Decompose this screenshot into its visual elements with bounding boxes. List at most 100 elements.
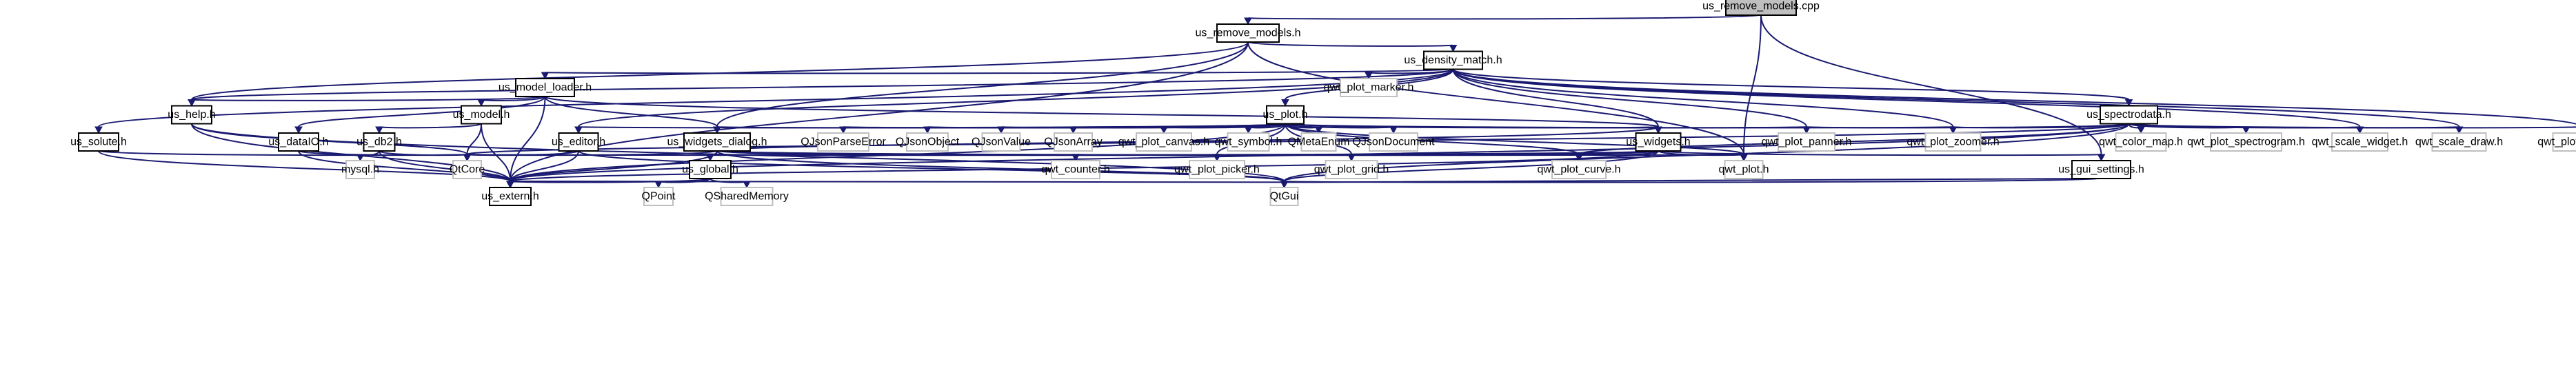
node-qsharedmemory: QSharedMemory [705,187,789,206]
node-qtgui: QtGui [1269,187,1299,206]
node-us-widgets-dialog-h[interactable]: us_widgets_dialog.h [667,132,767,152]
node-qwt-plot-zoomer-h: qwt_plot_zoomer.h [1906,132,2000,152]
node-label: QPoint [642,191,676,203]
node-label: qwt_plot.h [1719,164,1769,176]
node-label: qwt_plot_marker.h [1324,82,1414,94]
node-label: us_editor.h [552,136,605,148]
node-label: QJsonParseError [801,136,886,148]
node-qwt-plot-spectrogram-h: qwt_plot_spectrogram.h [2187,132,2305,152]
node-label: us_spectrodata.h [2086,109,2171,121]
node-qwt-plot-grid-h: qwt_plot_grid.h [1314,160,1389,179]
node-us-db2-h[interactable]: us_db2.h [356,132,402,152]
node-label: qwt_plot_curve.h [1538,164,1621,176]
node-label: us_help.h [168,109,215,121]
node-qwt-counter-h: qwt_counter.h [1041,160,1110,179]
node-label: qwt_scale_draw.h [2415,136,2503,148]
node-qwt-plot-curve-h: qwt_plot_curve.h [1538,160,1621,179]
node-label: qwt_symbol.h [1215,136,1282,148]
node-label: us_widgets.h [1626,136,1690,148]
edge-us-widgets-h-to-us-gui-settings-h [1658,150,2106,162]
node-us-density-match-h[interactable]: us_density_match.h [1404,50,1502,70]
node-qwt-plot-picker-h: qwt_plot_picker.h [1174,160,1260,179]
node-us-remove-models-cpp[interactable]: us_remove_models.cpp [1702,0,1820,16]
node-label: us_model.h [453,109,510,121]
edge-us-plot-h-to-qwt-symbol-h [1244,123,1286,134]
edge-us-spectrodata-h-to-qwt-plot-zoomer-h [1949,123,2130,134]
node-us-gui-settings-h[interactable]: us_gui_settings.h [2058,160,2144,179]
node-us-plot-h[interactable]: us_plot.h [1263,105,1308,125]
node-label: us_remove_models.cpp [1702,1,1820,12]
node-us-model-h[interactable]: us_model.h [453,105,510,125]
edge-us-db2-h-to-us-extern-h [379,150,514,189]
edge-us-gui-settings-h-to-qtgui [1280,178,2102,189]
node-label: us_remove_models.h [1196,28,1301,39]
node-us-solute-h[interactable]: us_solute.h [70,132,127,152]
edge-us-density-match-h-to-us-model-loader-h [541,68,1454,80]
node-label: qwt_scale_widget.h [2312,136,2408,148]
node-qpoint: QPoint [642,187,676,206]
node-qtcore: QtCore [450,160,485,179]
edge-us-plot-h-to-qwt-plot-canvas-h [1160,123,1286,134]
edge-us-model-loader-h-to-us-dataio-h [294,96,546,134]
node-us-global-h[interactable]: us_global.h [682,160,738,179]
node-label: qwt_plot_grid.h [1314,164,1389,176]
node-label: QJsonObject [896,136,960,148]
node-qwt-scale-widget-h: qwt_scale_widget.h [2312,132,2408,152]
edge-us-global-h-to-qsharedmemory [710,178,751,189]
edge-us-density-match-h-to-qwt-scale-widget-h [1452,69,2364,134]
node-label: mysql.h [341,164,379,176]
node-qwt-scale-draw-h: qwt_scale_draw.h [2415,132,2503,152]
node-qjsonparseerror: QJsonParseError [801,132,886,152]
edge-us-spectrodata-h-to-qwt-plot-layout-h [2128,123,2576,129]
node-mysql-h: mysql.h [341,160,379,179]
node-label: us_dataIO.h [268,136,328,148]
edge-us-density-match-h-to-qwt-plot-layout-h [1452,68,2576,125]
node-us-editor-h[interactable]: us_editor.h [552,132,605,152]
node-label: qwt_plot_spectrogram.h [2187,136,2305,148]
node-us-spectrodata-h[interactable]: us_spectrodata.h [2086,105,2171,125]
edge-us-model-loader-h-to-us-model-h [477,96,546,107]
node-label: qwt_plot_layout.h [2537,136,2576,148]
edge-us-density-match-h-to-qwt-scale-draw-h [1452,68,2464,134]
node-label: us_solute.h [70,136,127,148]
node-label: QJsonDocument [1352,136,1435,148]
node-us-remove-models-h[interactable]: us_remove_models.h [1196,23,1301,43]
node-qwt-color-map-h: qwt_color_map.h [2099,132,2183,152]
node-qwt-plot-h: qwt_plot.h [1719,160,1769,179]
node-us-widgets-h[interactable]: us_widgets.h [1626,132,1691,152]
node-qmetaenum: QMetaEnum [1288,132,1349,152]
node-label: qwt_counter.h [1041,164,1110,176]
node-label: us_model_loader.h [499,82,592,94]
node-label: qwt_plot_zoomer.h [1906,136,1999,148]
edge-us-model-h-to-us-db2-h [375,123,482,134]
node-qwt-plot-layout-h: qwt_plot_layout.h [2537,132,2576,152]
edge-us-widgets-h-to-qwt-plot-grid-h [1347,150,1659,162]
node-us-extern-h[interactable]: us_extern.h [481,187,539,206]
edge-us-remove-models-h-to-us-density-match-h [1247,41,1458,52]
node-us-dataio-h[interactable]: us_dataIO.h [268,132,329,152]
node-qjsonvalue: QJsonValue [972,132,1031,152]
node-label: QtGui [1270,191,1299,203]
node-label: QtCore [450,164,485,176]
edge-us-spectrodata-h-to-qwt-plot-panner-h [1802,123,2130,134]
node-label: qwt_plot_picker.h [1174,164,1260,176]
node-label: qwt_plot_panner.h [1762,136,1852,148]
node-us-model-loader-h[interactable]: us_model_loader.h [499,78,592,97]
node-qjsondocument: QJsonDocument [1352,132,1435,152]
edge-us-remove-models-cpp-to-qwt-plot-h [1740,14,1762,162]
node-label: qwt_plot_canvas.h [1118,136,1210,148]
node-label: us_plot.h [1263,109,1308,121]
node-label: us_global.h [682,164,738,176]
edge-us-model-loader-h-to-us-help-h [188,96,546,107]
node-us-help-h[interactable]: us_help.h [168,105,216,125]
node-label: QSharedMemory [705,191,789,203]
node-qjsonarray: QJsonArray [1044,132,1103,152]
node-label: us_db2.h [356,136,402,148]
nodes-layer: us_remove_models.cpp us_remove_models.hus… [70,0,2576,206]
node-qwt-plot-canvas-h: qwt_plot_canvas.h [1118,132,1210,152]
node-qwt-plot-marker-h: qwt_plot_marker.h [1324,78,1414,97]
node-label: us_widgets_dialog.h [667,136,767,148]
node-qjsonobject: QJsonObject [896,132,960,152]
node-qwt-plot-panner-h: qwt_plot_panner.h [1762,132,1852,152]
